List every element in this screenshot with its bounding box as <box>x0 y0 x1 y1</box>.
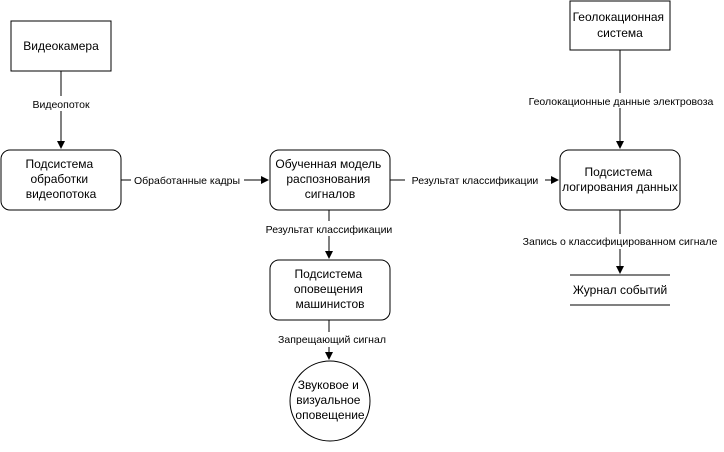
edge-label-processed-frames: Обработанные кадры <box>134 175 240 187</box>
node-sound-visual-alert: Звуковое и визуальное оповещение <box>289 360 371 442</box>
node-trained-model: Обученная модель распознования сигналов <box>269 149 391 211</box>
node-geolocation-system: Геолокационная система <box>569 0 671 51</box>
node-label-geolocation-system: Геолокационная система <box>573 10 668 40</box>
edge-label-classification-result-right: Результат классификации <box>412 175 539 187</box>
edge-classified-signal-record: Запись о классифицированном сигнале <box>517 210 723 274</box>
edge-videostream: Видеопоток <box>28 71 94 149</box>
edge-geolocation-data: Геолокационные данные электровоза <box>523 50 719 149</box>
edge-label-classification-result-down: Результат классификации <box>266 224 393 236</box>
node-logging-subsystem: Подсистема логирования данных <box>559 149 681 211</box>
node-event-log: Журнал событий <box>570 274 670 306</box>
node-label-videocamera: Видеокамера <box>23 39 99 53</box>
edge-classification-result-down: Результат классификации <box>260 210 398 259</box>
node-label-sound-visual-alert: Звуковое и визуальное оповещение <box>295 378 365 422</box>
node-label-logging-subsystem: Подсистема логирования данных <box>562 165 678 194</box>
edge-processed-frames: Обработанные кадры <box>121 172 269 187</box>
node-label-video-processing: Подсистема обработки видеопотока <box>25 157 96 201</box>
node-label-trained-model: Обученная модель распознования сигналов <box>275 157 384 201</box>
edge-classification-result-right: Результат классификации <box>390 172 559 187</box>
edge-label-geolocation-data: Геолокационные данные электровоза <box>529 96 714 108</box>
edge-label-videostream: Видеопоток <box>32 99 90 111</box>
node-videocamera: Видеокамера <box>10 20 112 72</box>
node-label-notification-subsystem: Подсистема оповещения машинистов <box>294 267 366 311</box>
edge-forbidding-signal: Запрещающий сигнал <box>274 320 390 360</box>
edge-label-forbidding-signal: Запрещающий сигнал <box>278 334 386 346</box>
node-label-event-log: Журнал событий <box>573 283 667 297</box>
edge-label-classified-signal-record: Запись о классифицированном сигнале <box>523 236 718 248</box>
node-notification-subsystem: Подсистема оповещения машинистов <box>269 259 391 321</box>
node-video-processing: Подсистема обработки видеопотока <box>0 149 122 211</box>
